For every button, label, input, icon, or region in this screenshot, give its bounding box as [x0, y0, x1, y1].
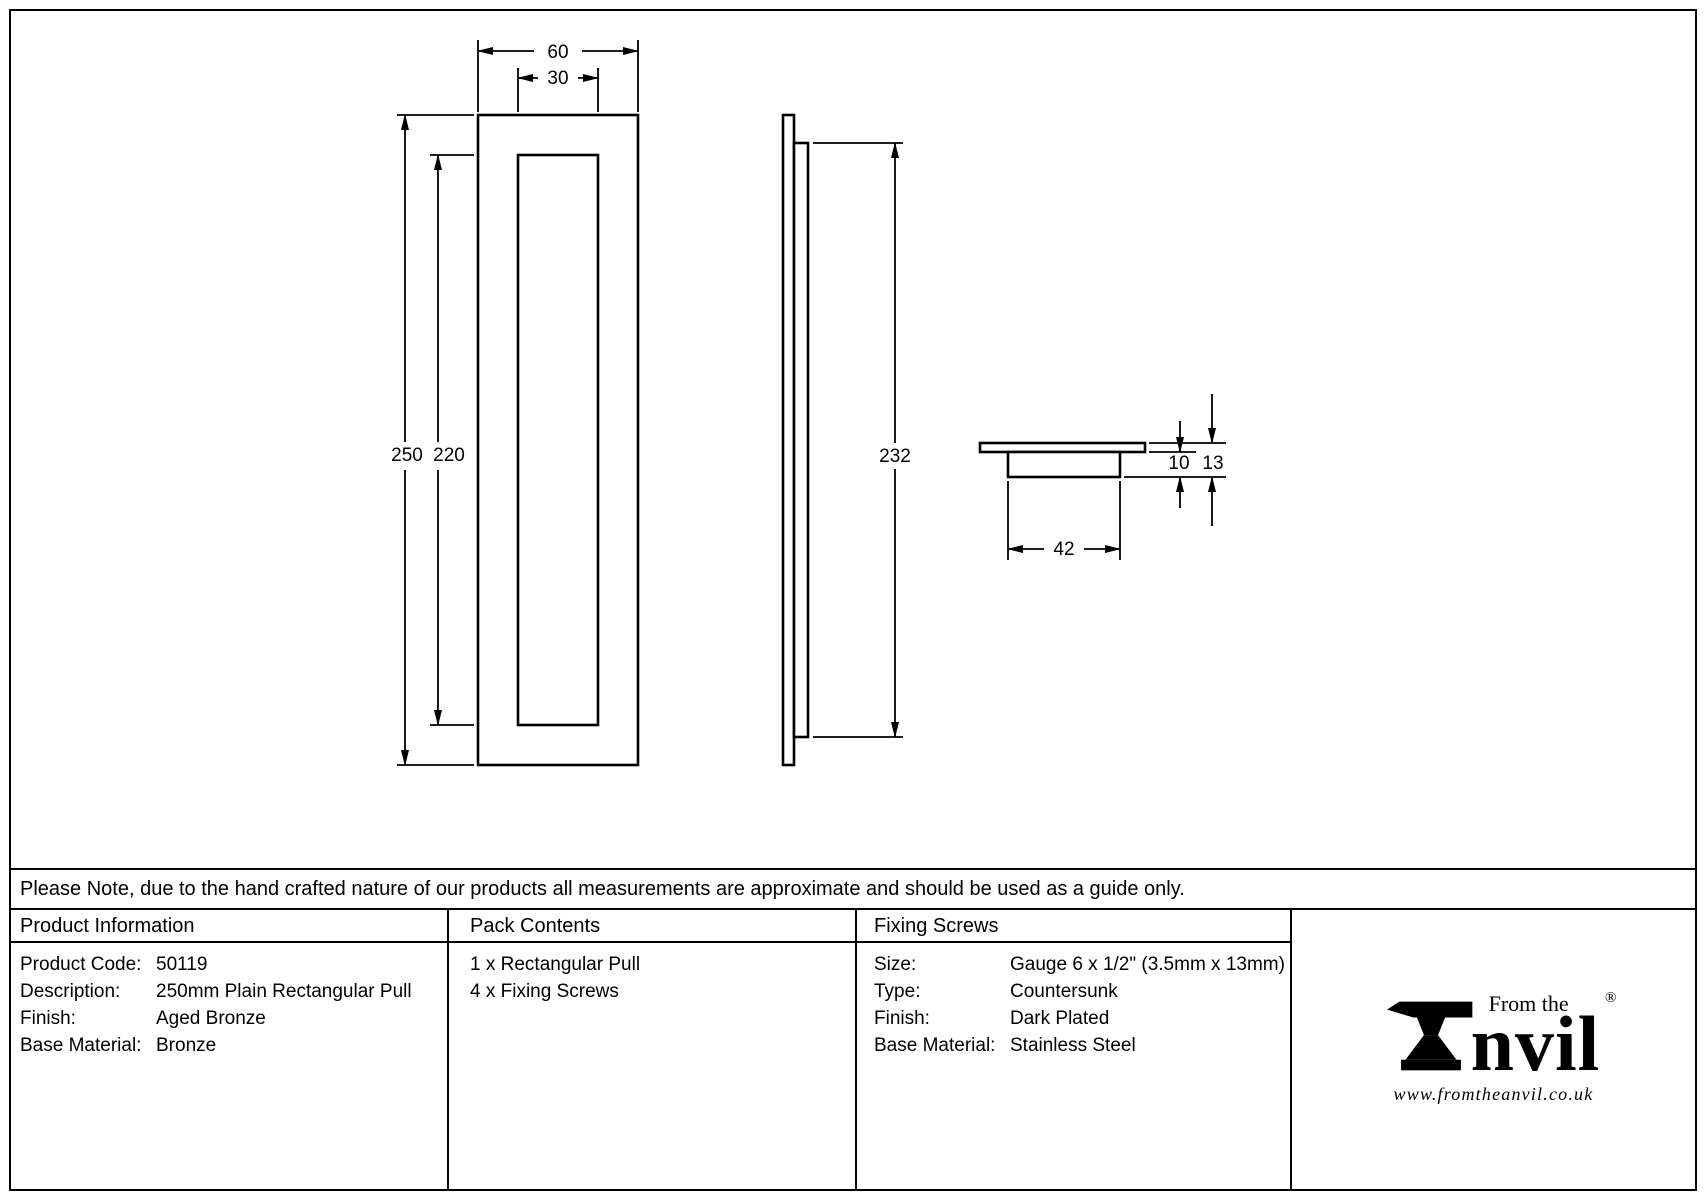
pack-item: 4 x Fixing Screws: [470, 981, 619, 1002]
dim-front-inner-width: 30: [547, 68, 568, 89]
pack-contents-body: 1 x Rectangular Pull 4 x Fixing Screws: [447, 943, 855, 1189]
dim-front-inner-height: 220: [433, 445, 465, 466]
field-label: Base Material:: [874, 1035, 996, 1056]
brand-logo-cell: From the ® nvil www.fromtheanvil.co.uk: [1290, 910, 1695, 1189]
field-value: Dark Plated: [1010, 1008, 1110, 1029]
field-label: Size:: [874, 954, 917, 975]
field-label: Description:: [20, 981, 121, 1002]
field-label: Type:: [874, 981, 921, 1002]
field-label: Base Material:: [20, 1035, 142, 1056]
dim-front-height: 250: [391, 445, 423, 466]
field-value: 50119: [156, 954, 208, 975]
front-view: 60 30 250 220: [384, 40, 640, 767]
product-information-header: Product Information: [11, 910, 447, 943]
anvil-icon: [1386, 1001, 1472, 1071]
field-value: Stainless Steel: [1010, 1035, 1136, 1056]
pack-contents-header: Pack Contents: [447, 910, 855, 943]
fixing-screws-header: Fixing Screws: [855, 910, 1290, 943]
dim-front-width: 60: [547, 42, 568, 63]
dim-section-inner-depth: 10: [1168, 453, 1189, 474]
logo-url: www.fromtheanvil.co.uk: [1393, 1084, 1594, 1104]
side-view: 232: [781, 113, 920, 767]
fixing-screws-body: Size: Gauge 6 x 1/2" (3.5mm x 13mm) Type…: [855, 943, 1290, 1189]
technical-drawing-area: 60 30 250 220: [11, 11, 1695, 868]
dim-side-height: 232: [879, 446, 911, 467]
sheet-frame: 60 30 250 220: [9, 9, 1697, 1191]
technical-drawing-svg: 60 30 250 220: [384, 40, 1226, 767]
registered-mark: ®: [1604, 990, 1617, 1006]
fixing-screws-fields: Size: Gauge 6 x 1/2" (3.5mm x 13mm) Type…: [874, 951, 1290, 1059]
field-value: Gauge 6 x 1/2" (3.5mm x 13mm): [1010, 954, 1285, 975]
field-label: Finish:: [20, 1008, 76, 1029]
product-information-fields: Product Code: 50119 Description: 250mm P…: [20, 951, 447, 1059]
logo-name: nvil: [1470, 1000, 1601, 1087]
field-label: Product Code:: [20, 954, 142, 975]
logo-tagline: From the: [1488, 991, 1569, 1016]
logo-wordmark: From the ® nvil: [1470, 990, 1617, 1087]
dim-section-total-depth: 13: [1202, 453, 1223, 474]
product-information-body: Product Code: 50119 Description: 250mm P…: [11, 943, 447, 1189]
field-value: Countersunk: [1010, 981, 1118, 1002]
field-value: Bronze: [156, 1035, 217, 1056]
dim-section-width: 42: [1053, 539, 1074, 560]
pack-item: 1 x Rectangular Pull: [470, 954, 641, 975]
measurement-note: Please Note, due to the hand crafted nat…: [11, 868, 1695, 910]
anvil-logo: From the ® nvil: [1386, 990, 1617, 1087]
pack-contents-list: 1 x Rectangular Pull 4 x Fixing Screws: [470, 951, 855, 1005]
field-value: Aged Bronze: [156, 1008, 266, 1029]
product-info-table: Product Information Pack Contents Fixing…: [11, 910, 1695, 1189]
section-view: 10 13 42: [978, 394, 1226, 560]
field-label: Finish:: [874, 1008, 930, 1029]
field-value: 250mm Plain Rectangular Pull: [156, 981, 412, 1002]
